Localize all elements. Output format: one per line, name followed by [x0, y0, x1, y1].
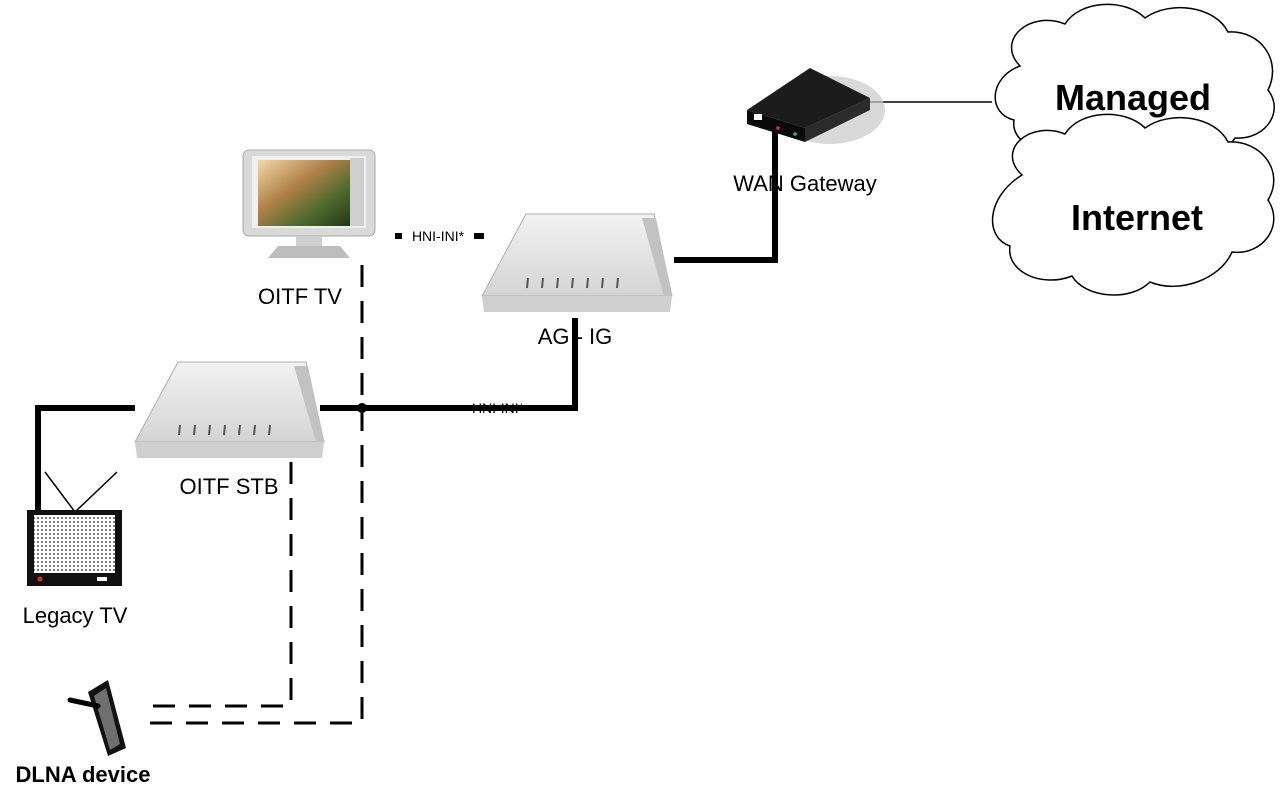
set-top-box-icon	[134, 361, 325, 458]
wan-to-ag-link	[674, 122, 778, 263]
stb-interface-label: HNI-INI*	[472, 400, 525, 416]
oitf-stb-device[interactable]: OITF STB	[134, 361, 325, 499]
stb-to-legacy-tv-link	[35, 405, 135, 512]
legacy-tv-label: Legacy TV	[23, 603, 128, 628]
tv-to-dlna-wireless-link	[145, 265, 364, 725]
dlna-device[interactable]: DLNA device	[16, 680, 151, 787]
router-icon	[747, 68, 885, 144]
crt-tv-icon	[27, 471, 122, 586]
flat-panel-tv-icon	[242, 149, 376, 258]
internet-cloud: Internet	[991, 113, 1275, 296]
gateway-box-icon	[481, 213, 673, 312]
dlna-device-label: DLNA device	[16, 762, 151, 787]
junction-dot	[357, 403, 367, 413]
ag-ig-label: AG - IG	[538, 324, 613, 349]
cloud-shape	[991, 113, 1275, 296]
tv-interface-label: HNI-INI*	[412, 228, 465, 244]
oitf-tv-label: OITF TV	[258, 284, 342, 309]
ag-ig-device[interactable]: AG - IG	[481, 213, 673, 349]
oitf-stb-label: OITF STB	[180, 474, 279, 499]
wan-gateway-label: WAN Gateway	[733, 171, 876, 196]
wan-gateway-device[interactable]: WAN Gateway	[733, 68, 885, 196]
oitf-tv-device[interactable]: OITF TV	[242, 149, 376, 309]
tablet-icon	[67, 680, 126, 756]
ag-to-stb-link	[320, 318, 578, 411]
managed-cloud-label: Managed	[1055, 77, 1211, 118]
internet-cloud-label: Internet	[1071, 197, 1203, 238]
stb-to-dlna-wireless-link	[145, 462, 293, 708]
legacy-tv-device[interactable]: Legacy TV	[23, 471, 128, 628]
